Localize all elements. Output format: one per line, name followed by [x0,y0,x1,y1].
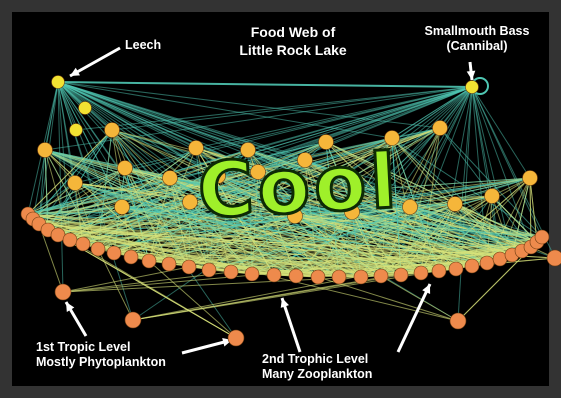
species-node [535,230,549,244]
species-node [354,270,368,284]
species-node [79,102,92,115]
species-node [124,250,138,264]
species-node [267,268,281,282]
level2-arrow-a-head [281,298,289,308]
first-trophic-level-label: 1st Tropic Level Mostly Phytoplankton [36,340,166,370]
species-node [547,250,561,266]
level2-line-1: 2nd Trophic Level [262,352,372,367]
species-node [105,123,120,138]
species-node [76,237,90,251]
species-node [52,76,65,89]
species-node [224,265,238,279]
level1-line-2: Mostly Phytoplankton [36,355,166,370]
species-node [523,171,538,186]
species-node [107,246,121,260]
feeding-link [381,276,458,321]
species-node [289,269,303,283]
species-node [449,262,463,276]
title-line-2: Little Rock Lake [218,41,368,59]
species-node [182,260,196,274]
species-node [38,143,53,158]
species-node [118,161,133,176]
species-node [466,81,479,94]
species-node [162,257,176,271]
species-node [91,242,105,256]
species-node [374,269,388,283]
species-node [414,266,428,280]
species-node [202,263,216,277]
species-node [485,189,500,204]
level2-line-2: Many Zooplankton [262,367,372,382]
species-node [55,284,71,300]
species-node [142,254,156,268]
bass-label-line-1: Smallmouth Bass [402,24,552,39]
species-node [63,233,77,247]
species-node [70,124,83,137]
smallmouth-bass-label: Smallmouth Bass (Cannibal) [402,24,552,54]
species-node [228,330,244,346]
species-node [125,312,141,328]
species-node [433,121,448,136]
species-node [245,267,259,281]
species-node [311,270,325,284]
second-trophic-level-label: 2nd Trophic Level Many Zooplankton [262,352,372,382]
cool-overlay-text: Cool [188,134,411,237]
species-node [163,171,178,186]
species-node [68,176,83,191]
level1-line-1: 1st Tropic Level [36,340,166,355]
leech-label: Leech [125,38,161,53]
feeding-link [58,82,472,87]
species-node [332,270,346,284]
species-node [480,256,494,270]
species-node [448,197,463,212]
diagram-title: Food Web of Little Rock Lake [218,23,368,59]
title-line-1: Food Web of [218,23,368,41]
species-node [450,313,466,329]
species-node [465,259,479,273]
species-node [115,200,130,215]
species-node [394,268,408,282]
species-node [432,264,446,278]
bass-label-line-2: (Cannibal) [402,39,552,54]
